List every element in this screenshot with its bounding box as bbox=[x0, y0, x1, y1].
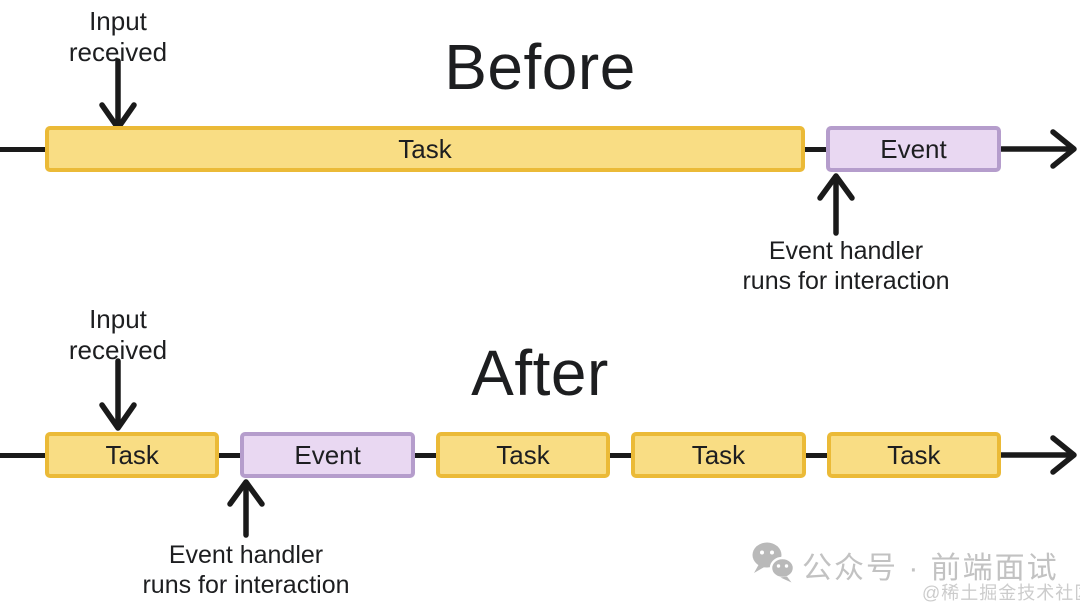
right-arrow-icon bbox=[1001, 435, 1077, 475]
task-label: Task bbox=[691, 439, 746, 470]
task-box: Task bbox=[45, 432, 220, 478]
handler-annotation-line2: runs for interaction bbox=[742, 267, 950, 295]
watermark-channel: 公众号 · 前端面试 bbox=[802, 552, 1059, 585]
up-arrow-icon bbox=[817, 173, 855, 236]
right-arrow-icon bbox=[1001, 129, 1077, 169]
after-handler-annotation: Event handler runs for interaction bbox=[142, 540, 349, 600]
after-timeline: Task Event Task Task Task bbox=[0, 432, 1080, 478]
before-input-annotation: Input received bbox=[69, 6, 167, 68]
timeline-connector bbox=[219, 452, 241, 458]
before-timeline: Task Event bbox=[0, 126, 1080, 172]
task-label: Task bbox=[496, 439, 550, 470]
task-box: Task bbox=[435, 432, 611, 478]
watermark-handle: @稀土掘金技术社区 bbox=[922, 583, 1080, 603]
timeline-connector bbox=[805, 146, 826, 152]
event-box: Event bbox=[240, 432, 415, 478]
wechat-icon bbox=[752, 542, 796, 583]
task-label: Task bbox=[105, 439, 159, 470]
handler-annotation-line1: Event handler bbox=[768, 237, 924, 265]
event-label: Event bbox=[880, 133, 947, 164]
event-label: Event bbox=[294, 439, 361, 470]
timeline-connector bbox=[610, 452, 632, 458]
task-label: Task bbox=[398, 133, 452, 164]
input-annotation-line1: Input bbox=[89, 304, 147, 334]
before-title: Before bbox=[444, 31, 636, 103]
task-box: Task bbox=[631, 432, 806, 478]
up-arrow-icon bbox=[227, 479, 265, 538]
event-box: Event bbox=[826, 126, 1001, 172]
after-title: After bbox=[471, 337, 609, 409]
timeline-connector bbox=[414, 452, 436, 458]
down-arrow-icon bbox=[99, 358, 137, 431]
handler-annotation-line1: Event handler bbox=[168, 541, 324, 569]
task-box: Task bbox=[45, 126, 805, 172]
before-handler-annotation: Event handler runs for interaction bbox=[742, 236, 949, 296]
timeline-lead-line bbox=[0, 452, 45, 458]
task-box: Task bbox=[826, 432, 1002, 478]
task-label: Task bbox=[887, 439, 941, 470]
handler-annotation-line2: runs for interaction bbox=[142, 571, 350, 599]
timeline-lead-line bbox=[0, 146, 45, 152]
timeline-connector bbox=[805, 452, 827, 458]
input-annotation-line1: Input bbox=[89, 6, 147, 36]
